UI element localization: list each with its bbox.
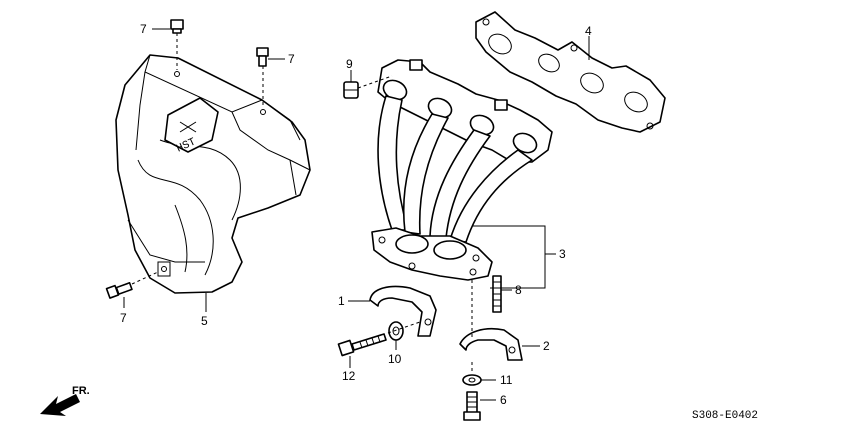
- washer-10: [388, 321, 404, 350]
- bolt-7-lower: [105, 271, 159, 308]
- washer-11: [462, 374, 496, 386]
- nut-9: [343, 70, 393, 99]
- callout-9: 9: [346, 57, 353, 71]
- bracket-1: [348, 285, 437, 337]
- manifold-cover: HST: [115, 54, 311, 294]
- callout-8: 8: [515, 283, 522, 297]
- bolt-7-top: [152, 19, 184, 70]
- callout-11: 11: [500, 373, 513, 387]
- callout-2: 2: [543, 339, 550, 353]
- direction-label: FR.: [72, 385, 90, 397]
- callout-12: 12: [342, 369, 356, 383]
- callout-5: 5: [201, 314, 208, 328]
- callout-7-top: 7: [140, 22, 147, 36]
- callout-4: 4: [585, 24, 592, 38]
- bracket-2: [459, 280, 540, 361]
- callout-10: 10: [388, 352, 402, 366]
- callout-6: 6: [500, 393, 507, 407]
- bolt-7-right: [256, 47, 285, 108]
- front-direction-arrow: FR.: [40, 385, 90, 416]
- callout-3: 3: [559, 247, 566, 261]
- callout-7-right: 7: [288, 52, 295, 66]
- stud-8: [492, 275, 512, 313]
- bolt-12: [337, 321, 421, 368]
- exhaust-manifold: [371, 59, 553, 281]
- diagram-code: S308-E0402: [692, 410, 758, 422]
- bolt-6: [463, 362, 496, 421]
- callout-7-lower: 7: [120, 311, 127, 325]
- manifold-gasket: [475, 11, 666, 133]
- callout-1: 1: [338, 294, 345, 308]
